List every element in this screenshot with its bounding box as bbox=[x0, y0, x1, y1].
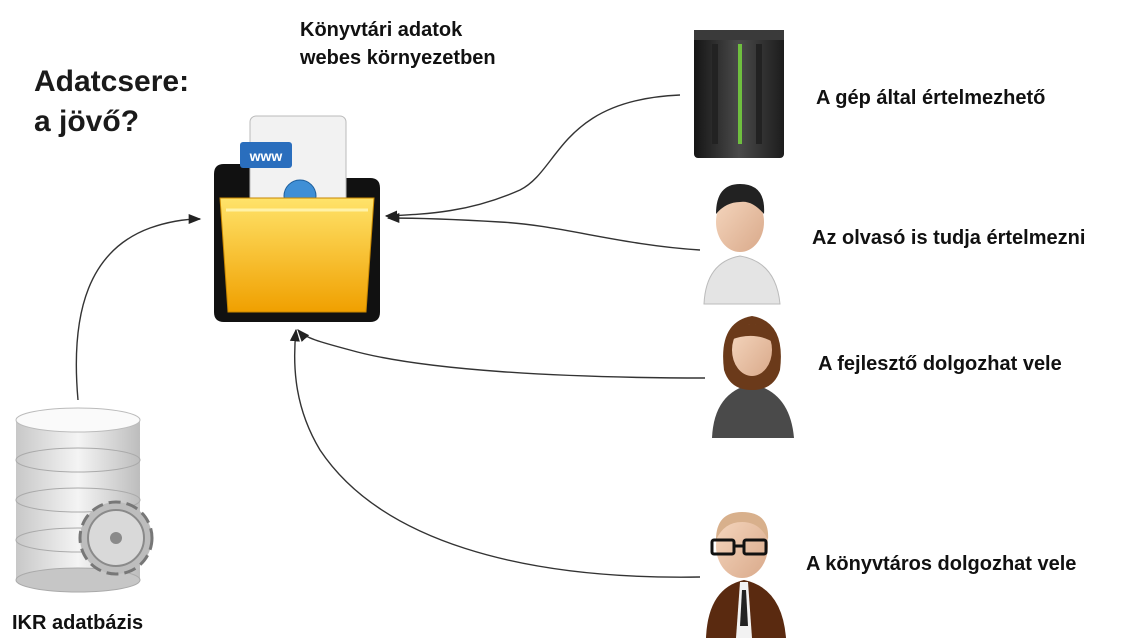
database-label: IKR adatbázis bbox=[12, 612, 144, 634]
developer-person-icon bbox=[712, 316, 794, 438]
center-title-line-1: Könyvtári adatok bbox=[300, 19, 463, 41]
center-node-title: Könyvtári adatok webes környezetben bbox=[300, 16, 496, 72]
server-icon bbox=[694, 30, 784, 158]
diagram-heading: Adatcsere: a jövő? bbox=[34, 62, 189, 142]
reader-label: Az olvasó is tudja értelmezni bbox=[812, 227, 1086, 249]
machine-readable-label: A gép által értelmezhető bbox=[816, 87, 1046, 109]
heading-line-1: Adatcsere: bbox=[34, 65, 190, 98]
librarian-person-icon bbox=[706, 512, 786, 638]
center-title-line-2: webes környezetben bbox=[300, 47, 496, 69]
arrow-developer-to-folder bbox=[297, 329, 706, 379]
database-gear-icon bbox=[15, 407, 154, 593]
arrow-machine-to-folder bbox=[384, 94, 681, 221]
arrow-librarian-to-folder bbox=[289, 328, 701, 578]
arrow-database-to-folder bbox=[75, 213, 202, 401]
librarian-label: A könyvtáros dolgozhat vele bbox=[806, 553, 1077, 575]
www-tag bbox=[240, 142, 292, 168]
arrow-reader-to-folder bbox=[386, 212, 701, 251]
svg-text:www: www bbox=[249, 148, 283, 164]
connector-arrows bbox=[75, 94, 706, 578]
heading-line-2: a jövő? bbox=[34, 105, 140, 138]
web-folder-icon: www bbox=[214, 115, 380, 322]
reader-person-icon bbox=[703, 184, 781, 305]
developer-label: A fejlesztő dolgozhat vele bbox=[818, 353, 1062, 375]
gear-icon bbox=[78, 500, 154, 576]
